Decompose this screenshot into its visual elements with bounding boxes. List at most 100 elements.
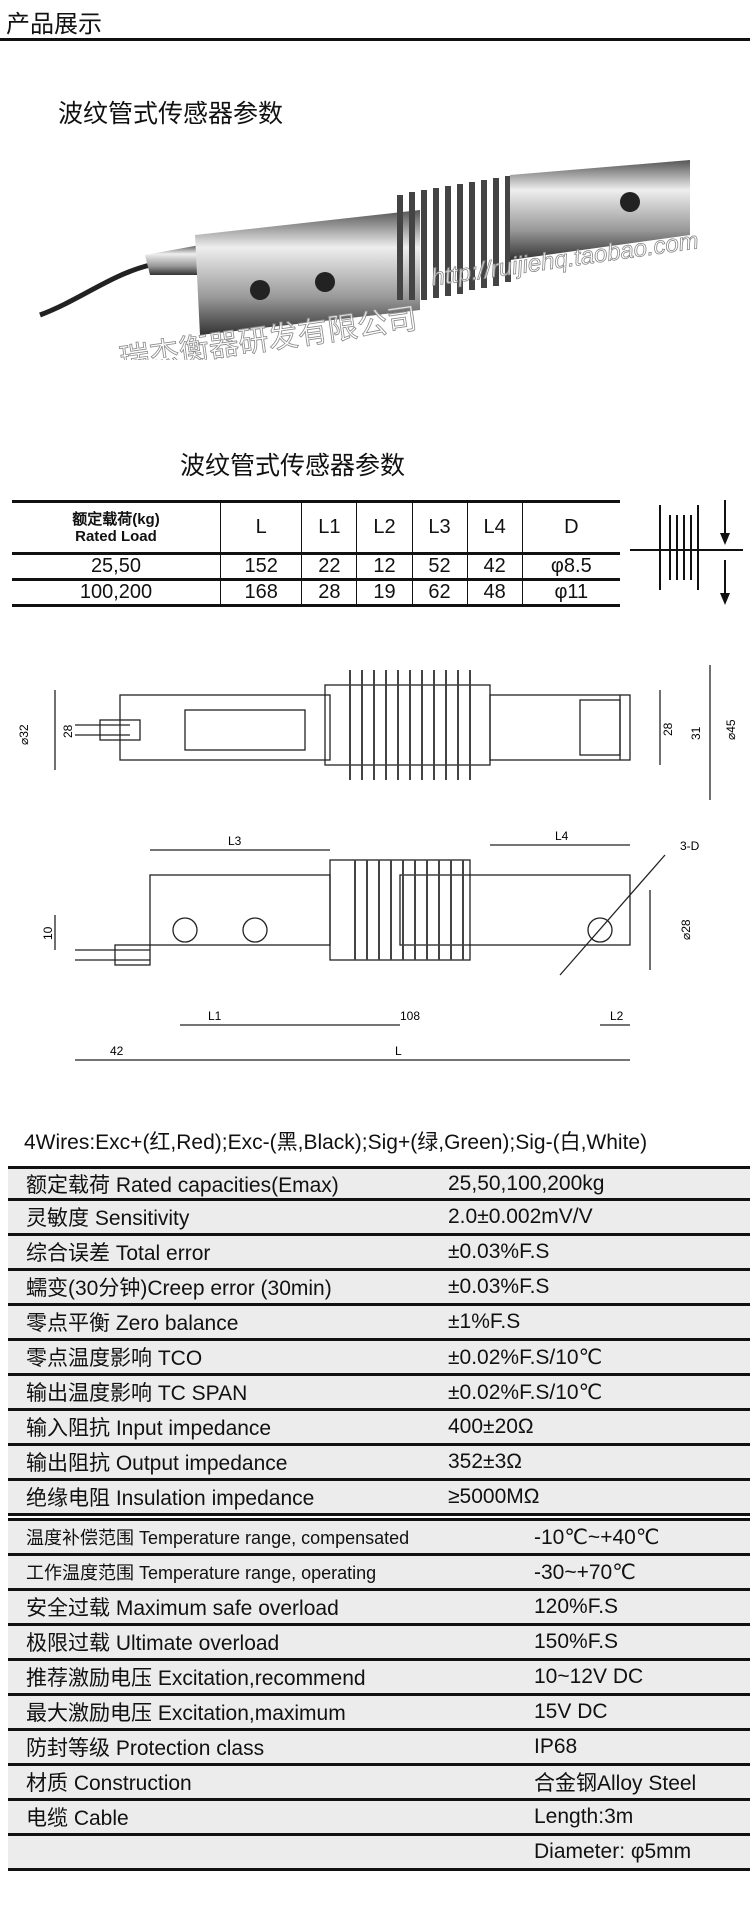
spec-row: 输入阻抗 Input impedance 400±20Ω <box>8 1411 750 1446</box>
dim-label: ⌀45 <box>724 719 738 740</box>
col-header: L4 <box>466 501 523 554</box>
table-cell: 25,50 <box>12 553 221 580</box>
col-header: L3 <box>411 501 468 554</box>
spec-label: 推荐激励电压 Excitation,recommend <box>26 1667 366 1690</box>
spec-value: ±0.02%F.S/10℃ <box>448 1380 603 1404</box>
spec-value: -30~+70℃ <box>534 1560 636 1584</box>
dim-label: L <box>395 1044 402 1058</box>
spec-value: 150%F.S <box>534 1630 619 1653</box>
spec-label: 灵敏度 Sensitivity <box>26 1207 190 1230</box>
table-cell: 28 <box>301 579 358 606</box>
spec-row: 安全过载 Maximum safe overload 120%F.S <box>8 1591 750 1626</box>
spec-row: 工作温度范围 Temperature range, operating -30~+… <box>8 1556 750 1591</box>
spec-label: 输入阻抗 Input impedance <box>26 1417 272 1440</box>
spec-row: 灵敏度 Sensitivity 2.0±0.002mV/V <box>8 1201 750 1236</box>
col-header: D <box>521 501 620 554</box>
spec-label: 防封等级 Protection class <box>26 1737 265 1760</box>
spec-value: Length:3m <box>534 1805 634 1828</box>
spec-label: 极限过载 Ultimate overload <box>26 1632 280 1655</box>
spec-value: 合金钢Alloy Steel <box>534 1772 697 1795</box>
spec-label: 安全过载 Maximum safe overload <box>26 1597 339 1620</box>
dim-label: L4 <box>555 829 569 843</box>
dim-label: ⌀28 <box>679 919 693 940</box>
table-cell: 19 <box>356 579 413 606</box>
spec-value: 400±20Ω <box>448 1415 534 1438</box>
spec-label: 输出温度影响 TC SPAN <box>26 1382 248 1405</box>
table-cell: 168 <box>219 579 303 606</box>
dim-label: L1 <box>208 1009 222 1023</box>
table-cell: 48 <box>466 579 523 606</box>
table-cell: φ8.5 <box>521 553 620 580</box>
spec-label: 零点温度影响 TCO <box>26 1347 203 1370</box>
col-header: L <box>219 501 303 554</box>
dim-label: 42 <box>110 1044 124 1058</box>
col-header: L1 <box>301 501 358 554</box>
dimension-table: 额定载荷(kg)Rated Load L L1 L2 L3 L4 D 25,50… <box>12 500 620 607</box>
dim-label: L3 <box>228 834 242 848</box>
spec-row: 输出阻抗 Output impedance 352±3Ω <box>8 1446 750 1481</box>
spec-value: ±1%F.S <box>448 1310 521 1333</box>
page-header-title: 产品展示 <box>6 11 102 38</box>
spec-row: 材质 Construction 合金钢Alloy Steel <box>8 1766 750 1801</box>
product-photo: 瑞杰衡器研发有限公司 http://ruijiehq.taobao.com <box>39 160 701 360</box>
spec-value: 15V DC <box>534 1700 608 1723</box>
spec-row: Diameter: φ5mm <box>8 1836 750 1871</box>
spec-row: 推荐激励电压 Excitation,recommend 10~12V DC <box>8 1661 750 1696</box>
spec-value: 120%F.S <box>534 1595 619 1618</box>
spec-value: 25,50,100,200kg <box>448 1171 605 1195</box>
table-cell: 22 <box>301 553 358 580</box>
table-cell: 42 <box>466 553 523 580</box>
section-title: 波纹管式传感器参数 <box>58 100 284 128</box>
spec-label: 工作温度范围 Temperature range, operating <box>26 1563 377 1583</box>
table-cell: 12 <box>356 553 413 580</box>
dim-label: 3-D <box>680 839 700 853</box>
wiring-note: 4Wires:Exc+(红,Red);Exc-(黑,Black);Sig+(绿,… <box>24 1131 648 1154</box>
spec-table: 额定载荷 Rated capacities(Emax) 25,50,100,200… <box>8 1166 750 1871</box>
spec-row: 防封等级 Protection class IP68 <box>8 1731 750 1766</box>
dim-label: 10 <box>41 926 55 940</box>
spec-label: 额定载荷 Rated capacities(Emax) <box>26 1173 339 1197</box>
spec-value: 10~12V DC <box>534 1665 644 1688</box>
col-header: L2 <box>356 501 413 554</box>
spec-label: 最大激励电压 Excitation,maximum <box>26 1702 346 1725</box>
spec-value: ±0.03%F.S <box>448 1275 550 1298</box>
spec-row: 最大激励电压 Excitation,maximum 15V DC <box>8 1696 750 1731</box>
spec-value: 352±3Ω <box>448 1450 522 1473</box>
spec-label: 输出阻抗 Output impedance <box>26 1452 288 1475</box>
dim-label: 108 <box>400 1009 420 1023</box>
spec-value: Diameter: φ5mm <box>534 1840 692 1863</box>
spec-row: 零点温度影响 TCO ±0.02%F.S/10℃ <box>8 1341 750 1376</box>
spec-row: 蠕变(30分钟)Creep error (30min) ±0.03%F.S <box>8 1271 750 1306</box>
dimension-table-title: 波纹管式传感器参数 <box>180 452 406 480</box>
spec-row: 额定载荷 Rated capacities(Emax) 25,50,100,200… <box>8 1166 750 1201</box>
bellows-load-symbol <box>630 500 743 605</box>
spec-label: 综合误差 Total error <box>26 1242 211 1265</box>
table-cell: 62 <box>411 579 468 606</box>
dim-label: 28 <box>61 724 75 738</box>
spec-row: 零点平衡 Zero balance ±1%F.S <box>8 1306 750 1341</box>
table-cell: 100,200 <box>12 579 221 606</box>
spec-row: 温度补偿范围 Temperature range, compensated -10… <box>8 1521 750 1556</box>
spec-label: 材质 Construction <box>26 1772 192 1795</box>
col-header: 额定载荷(kg) <box>72 510 160 528</box>
spec-value: 2.0±0.002mV/V <box>448 1205 593 1228</box>
spec-value: ±0.03%F.S <box>448 1240 550 1263</box>
spec-row: 综合误差 Total error ±0.03%F.S <box>8 1236 750 1271</box>
technical-drawing: ⌀32 28 28 31 ⌀45 L3 L4 3-D 10 ⌀28 L1 108… <box>17 665 738 1061</box>
spec-value: ±0.02%F.S/10℃ <box>448 1345 603 1369</box>
table-cell: 152 <box>219 553 303 580</box>
spec-value: -10℃~+40℃ <box>534 1525 660 1549</box>
spec-label: 零点平衡 Zero balance <box>26 1312 239 1335</box>
spec-label: 蠕变(30分钟)Creep error (30min) <box>26 1277 332 1300</box>
spec-label: 温度补偿范围 Temperature range, compensated <box>26 1528 410 1548</box>
spec-row: 绝缘电阻 Insulation impedance≥5000MΩ <box>8 1481 750 1516</box>
spec-row: 输出温度影响 TC SPAN ±0.02%F.S/10℃ <box>8 1376 750 1411</box>
dim-label: 31 <box>689 726 703 740</box>
header-divider <box>0 38 750 41</box>
spec-label: 绝缘电阻 Insulation impedance <box>26 1487 315 1510</box>
table-cell: 52 <box>411 553 468 580</box>
spec-value: IP68 <box>534 1735 578 1758</box>
table-cell: φ11 <box>521 579 620 606</box>
